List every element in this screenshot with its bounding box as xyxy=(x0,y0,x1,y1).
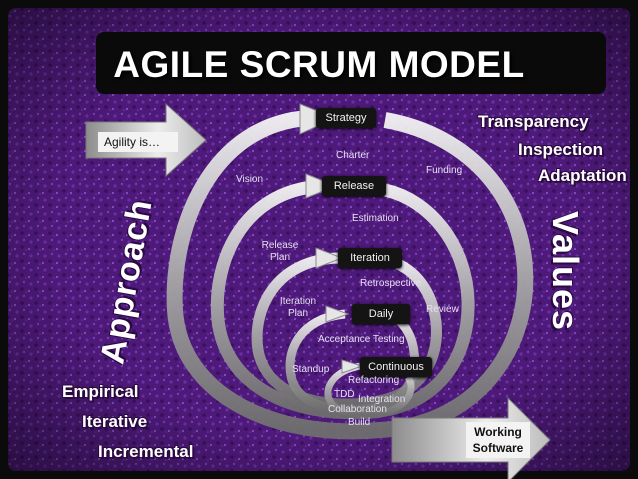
annotation-release-plan: Release Plan xyxy=(261,240,299,263)
annotation-standup: Standup xyxy=(292,364,330,375)
working-software-label: Working Software xyxy=(466,422,530,458)
annotation-estimation: Estimation xyxy=(352,213,399,224)
value-inspection: Inspection xyxy=(518,140,604,159)
approach-iterative: Iterative xyxy=(82,412,148,431)
scrum-loop-arrows xyxy=(166,109,534,440)
level-daily: Daily xyxy=(352,304,410,324)
annotation-tdd: TDD xyxy=(334,389,355,400)
level-strategy: Strategy xyxy=(316,108,376,128)
level-iteration: Iteration xyxy=(338,248,402,268)
agility-text: Agility is… xyxy=(104,135,161,149)
approach-incremental: Incremental xyxy=(98,442,194,461)
approach-empirical: Empirical xyxy=(62,382,139,401)
value-adaptation: Adaptation xyxy=(538,166,627,185)
annotation-retrospective: Retrospective xyxy=(360,278,422,289)
annotation-refactoring: Refactoring xyxy=(348,375,400,386)
values-heading: Values xyxy=(545,210,586,332)
annotation-vision: Vision xyxy=(236,174,264,185)
title-bar xyxy=(96,32,606,94)
annotation-iteration-plan: Iteration Plan xyxy=(279,296,317,319)
annotation-build: Build xyxy=(348,417,371,428)
level-continuous: Continuous xyxy=(360,357,432,377)
level-release: Release xyxy=(322,176,386,196)
annotation-acceptance-testing: Acceptance Testing xyxy=(318,334,405,345)
value-transparency: Transparency xyxy=(478,112,589,131)
annotation-collaboration: Collaboration xyxy=(328,404,387,415)
annotation-integration: Integration xyxy=(358,394,406,405)
annotation-funding: Funding xyxy=(426,165,463,176)
annotation-charter: Charter xyxy=(336,150,370,161)
annotation-review: Review xyxy=(426,304,459,315)
agility-label: Agility is… xyxy=(98,132,178,152)
page-title: AGILE SCRUM MODEL xyxy=(113,44,525,85)
